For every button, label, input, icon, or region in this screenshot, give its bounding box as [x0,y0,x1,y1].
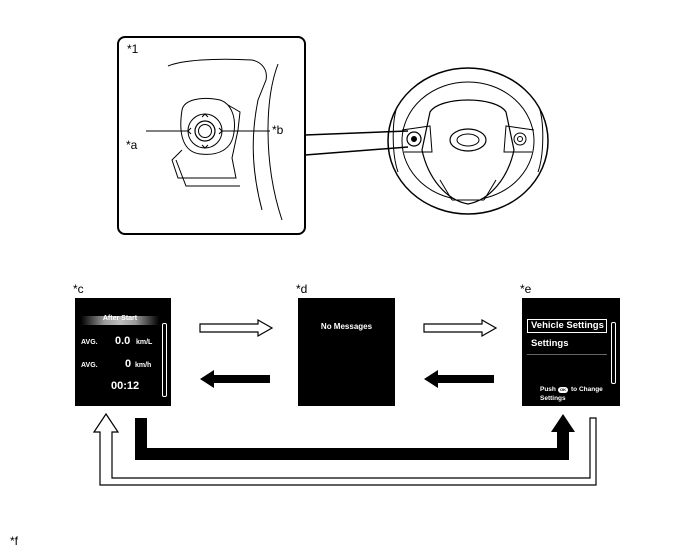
arrow-d-to-c [200,370,270,388]
label-e: *e [520,282,532,296]
arrow-d-to-e [423,318,498,338]
inset-housing [180,97,235,155]
screen-c-row2-label: AVG. [81,362,98,369]
inset-spoke-lower [175,159,240,187]
screen-e-to-change: to Change [571,386,603,393]
wheel-right-switch [513,132,527,146]
wheel-right-switch-center [517,136,523,142]
screen-c-row1-value: 0.0 [115,335,131,347]
screen-e-ok-icon: OK [558,387,568,393]
arrow-e-to-c-outline [92,412,597,486]
arrow-e-to-d [424,370,494,388]
wheel-grip-left [392,109,399,173]
label-f: *f [10,534,19,548]
inset-wheel-rim [167,58,267,211]
screen-e-item-vehicle-settings: Vehicle Settings [531,320,604,331]
inset-switch-arrow-down [201,144,209,149]
inset-spoke [171,104,241,179]
wheel-left-spoke [401,125,433,153]
wheel-lower-spoke [439,179,497,201]
screen-c-header: After Start [102,315,138,322]
inset-switch-arrow-up [201,113,209,118]
screen-e-selection-box [527,319,607,333]
wheel-grip-right [537,109,544,173]
label-c: *c [73,282,84,296]
arrow-c-to-e-solid [135,414,575,460]
screen-e-settings-word: Settings [540,395,566,402]
screen-c-row1-unit: km/L [136,339,153,346]
screen-c-row2-unit: km/h [135,362,152,369]
label-d: *d [296,282,308,296]
wheel-left-switch-center [411,136,417,142]
inset-switch-center [198,124,212,138]
screen-d-message: No Messages [320,322,373,331]
wheel-right-spoke [503,125,535,153]
label-a: *a [126,138,138,152]
screen-c-row1-label: AVG. [81,339,98,346]
wheel-emblem-inner [456,133,480,147]
display-screen-e: Vehicle Settings Settings Push OK to Cha… [522,298,620,406]
wheel-hub [421,99,515,205]
label-b: *b [272,123,284,137]
display-screen-d: No Messages [298,298,395,406]
label-inset: *1 [127,42,139,56]
display-screen-c: After Start AVG. 0.0 km/L AVG. 0 km/h 00… [75,298,171,406]
arrow-c-to-d [199,318,274,338]
screen-e-item-settings: Settings [531,338,569,349]
inset-frame [117,36,306,235]
screen-c-scrollbar [162,323,167,397]
screen-e-push-text: Push [540,386,556,393]
screen-c-header-bar [81,316,159,325]
inset-switch-ring [194,120,216,142]
screen-c-time: 00:12 [111,380,140,392]
screen-e-scrollbar [611,322,616,384]
inset-wheel-rim-inner [267,63,283,221]
wheel-outer-rim [387,67,549,215]
screen-c-row2-value: 0 [125,358,132,370]
leader-line-top [304,130,409,136]
wheel-emblem-outer [449,128,487,152]
leader-line-bottom [304,146,409,156]
screen-e-divider [527,354,607,355]
